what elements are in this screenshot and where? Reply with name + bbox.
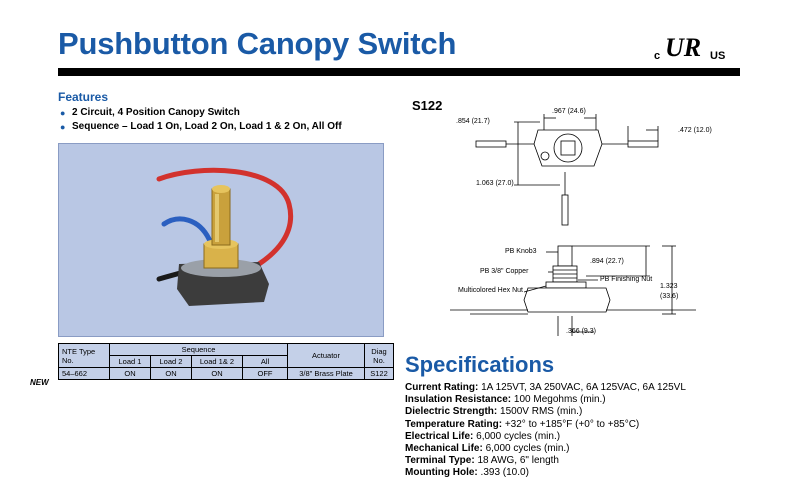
spec-label: Terminal Type: (405, 455, 475, 467)
part-table: NTE Type No. Sequence Actuator Diag No. … (58, 343, 394, 380)
spec-label: Dielectric Strength: (405, 406, 498, 418)
spec-item: Dielectric Strength: 1500V RMS (min.) (405, 406, 686, 418)
top-left-terminal (475, 140, 507, 148)
header-load2: Load 2 (150, 355, 192, 368)
dimension-diagram (450, 114, 696, 336)
spec-label: Temperature Rating: (405, 418, 503, 430)
specifications-heading: Specifications (405, 352, 555, 377)
feature-item: ● 2 Circuit, 4 Position Canopy Switch (60, 106, 342, 120)
header-rule (58, 68, 740, 76)
spec-label: Insulation Resistance: (405, 394, 512, 406)
header-type-no: NTE Type No. (58, 343, 110, 368)
cell-type-no: 54–662 (58, 367, 110, 380)
features-heading: Features (58, 90, 109, 104)
cell-load12: ON (191, 367, 243, 380)
dim-1323-metric: (33.6) (660, 293, 679, 300)
header-load12: Load 1& 2 (191, 355, 243, 368)
dim-967: .967 (24.6) (552, 108, 586, 115)
cell-load2: ON (150, 367, 192, 380)
side-knob (557, 245, 573, 267)
features-list: ● 2 Circuit, 4 Position Canopy Switch ● Se… (60, 106, 342, 134)
spec-value: .393 (10.0) (480, 467, 529, 479)
cell-load1: ON (109, 367, 151, 380)
bullet-icon: ● (60, 122, 66, 132)
product-photo (58, 143, 384, 337)
spec-item: Mechanical Life: 6,000 cycles (min.) (405, 443, 686, 455)
feature-item: ● Sequence – Load 1 On, Load 2 On, Load 1… (60, 120, 342, 134)
header-diag-no: Diag No. (364, 343, 394, 368)
label-pb-finishing-nut: PB Finishing Nut (600, 276, 653, 283)
spec-label: Mounting Hole: (405, 467, 478, 479)
dim-1063: 1.063 (27.0) (476, 180, 514, 187)
model-number: S122 (412, 98, 443, 113)
spec-value: 6,000 cycles (min.) (485, 443, 570, 455)
header-actuator: Actuator (287, 343, 365, 368)
page-title: Pushbutton Canopy Switch (58, 26, 457, 61)
spec-value: 1A 125VT, 3A 250VAC, 6A 125VAC, 6A 125VL (481, 382, 686, 393)
spec-label: Electrical Life: (405, 430, 474, 442)
spec-label: Mechanical Life: (405, 443, 483, 455)
dim-894: .894 (22.7) (590, 258, 624, 265)
bullet-icon: ● (60, 108, 66, 118)
spec-item: Current Rating: 1A 125VT, 3A 250VAC, 6A … (405, 382, 686, 394)
spec-item: Temperature Rating: +32° to +185°F (+0° … (405, 419, 686, 431)
top-bottom-terminal (561, 194, 569, 226)
ur-certification-logo: c UR US (654, 34, 725, 62)
spec-value: 100 Megohms (min.) (513, 394, 606, 406)
spec-value: 6,000 cycles (min.) (476, 430, 561, 442)
label-hex-nut: Multicolored Hex Nut (458, 287, 523, 294)
brass-plunger (211, 188, 231, 246)
cert-suffix: US (710, 50, 725, 62)
header-sequence: Sequence (109, 343, 288, 356)
new-tag: NEW (30, 378, 49, 387)
switch-photo-illustration (156, 167, 294, 306)
dim-1323: 1.323 (660, 283, 678, 290)
cell-actuator: 3/8" Brass Plate (287, 367, 365, 380)
label-pb-knob: PB Knob3 (505, 248, 537, 255)
side-nut (545, 281, 587, 289)
spec-item: Insulation Resistance: 100 Megohms (min.… (405, 394, 686, 406)
cell-all: OFF (242, 367, 288, 380)
spec-value: +32° to +185°F (+0° to +85°C) (504, 418, 640, 430)
spec-item: Mounting Hole: .393 (10.0) (405, 467, 686, 479)
label-pb-copper: PB 3/8" Copper (480, 268, 529, 275)
dim-854: .854 (21.7) (456, 118, 490, 125)
spec-value: 18 AWG, 6" length (477, 455, 559, 467)
feature-text: 2 Circuit, 4 Position Canopy Switch (72, 107, 240, 118)
spec-item: Terminal Type: 18 AWG, 6" length (405, 455, 686, 467)
cell-diag: S122 (364, 367, 394, 380)
dim-366: .366 (9.3) (566, 328, 596, 335)
feature-text: Sequence – Load 1 On, Load 2 On, Load 1 … (72, 121, 342, 132)
red-wire (156, 167, 294, 267)
side-base (523, 287, 611, 313)
dim-472: .472 (12.0) (678, 127, 712, 134)
top-right-terminal (627, 140, 659, 148)
top-rivet (540, 151, 550, 161)
specifications-list: Current Rating: 1A 125VT, 3A 250VAC, 6A … (405, 382, 686, 480)
cert-mark: UR (665, 34, 701, 62)
table-row: 54–662 ON ON ON OFF 3/8" Brass Plate S12… (58, 367, 394, 380)
spec-value: 1500V RMS (min.) (500, 406, 583, 418)
spec-label: Current Rating: (405, 382, 479, 393)
spec-item: Electrical Life: 6,000 cycles (min.) (405, 431, 686, 443)
header-all: All (242, 355, 288, 368)
top-knob-square (560, 140, 576, 156)
header-load1: Load 1 (109, 355, 151, 368)
plunger-top (212, 185, 230, 193)
cert-prefix: c (654, 50, 660, 62)
